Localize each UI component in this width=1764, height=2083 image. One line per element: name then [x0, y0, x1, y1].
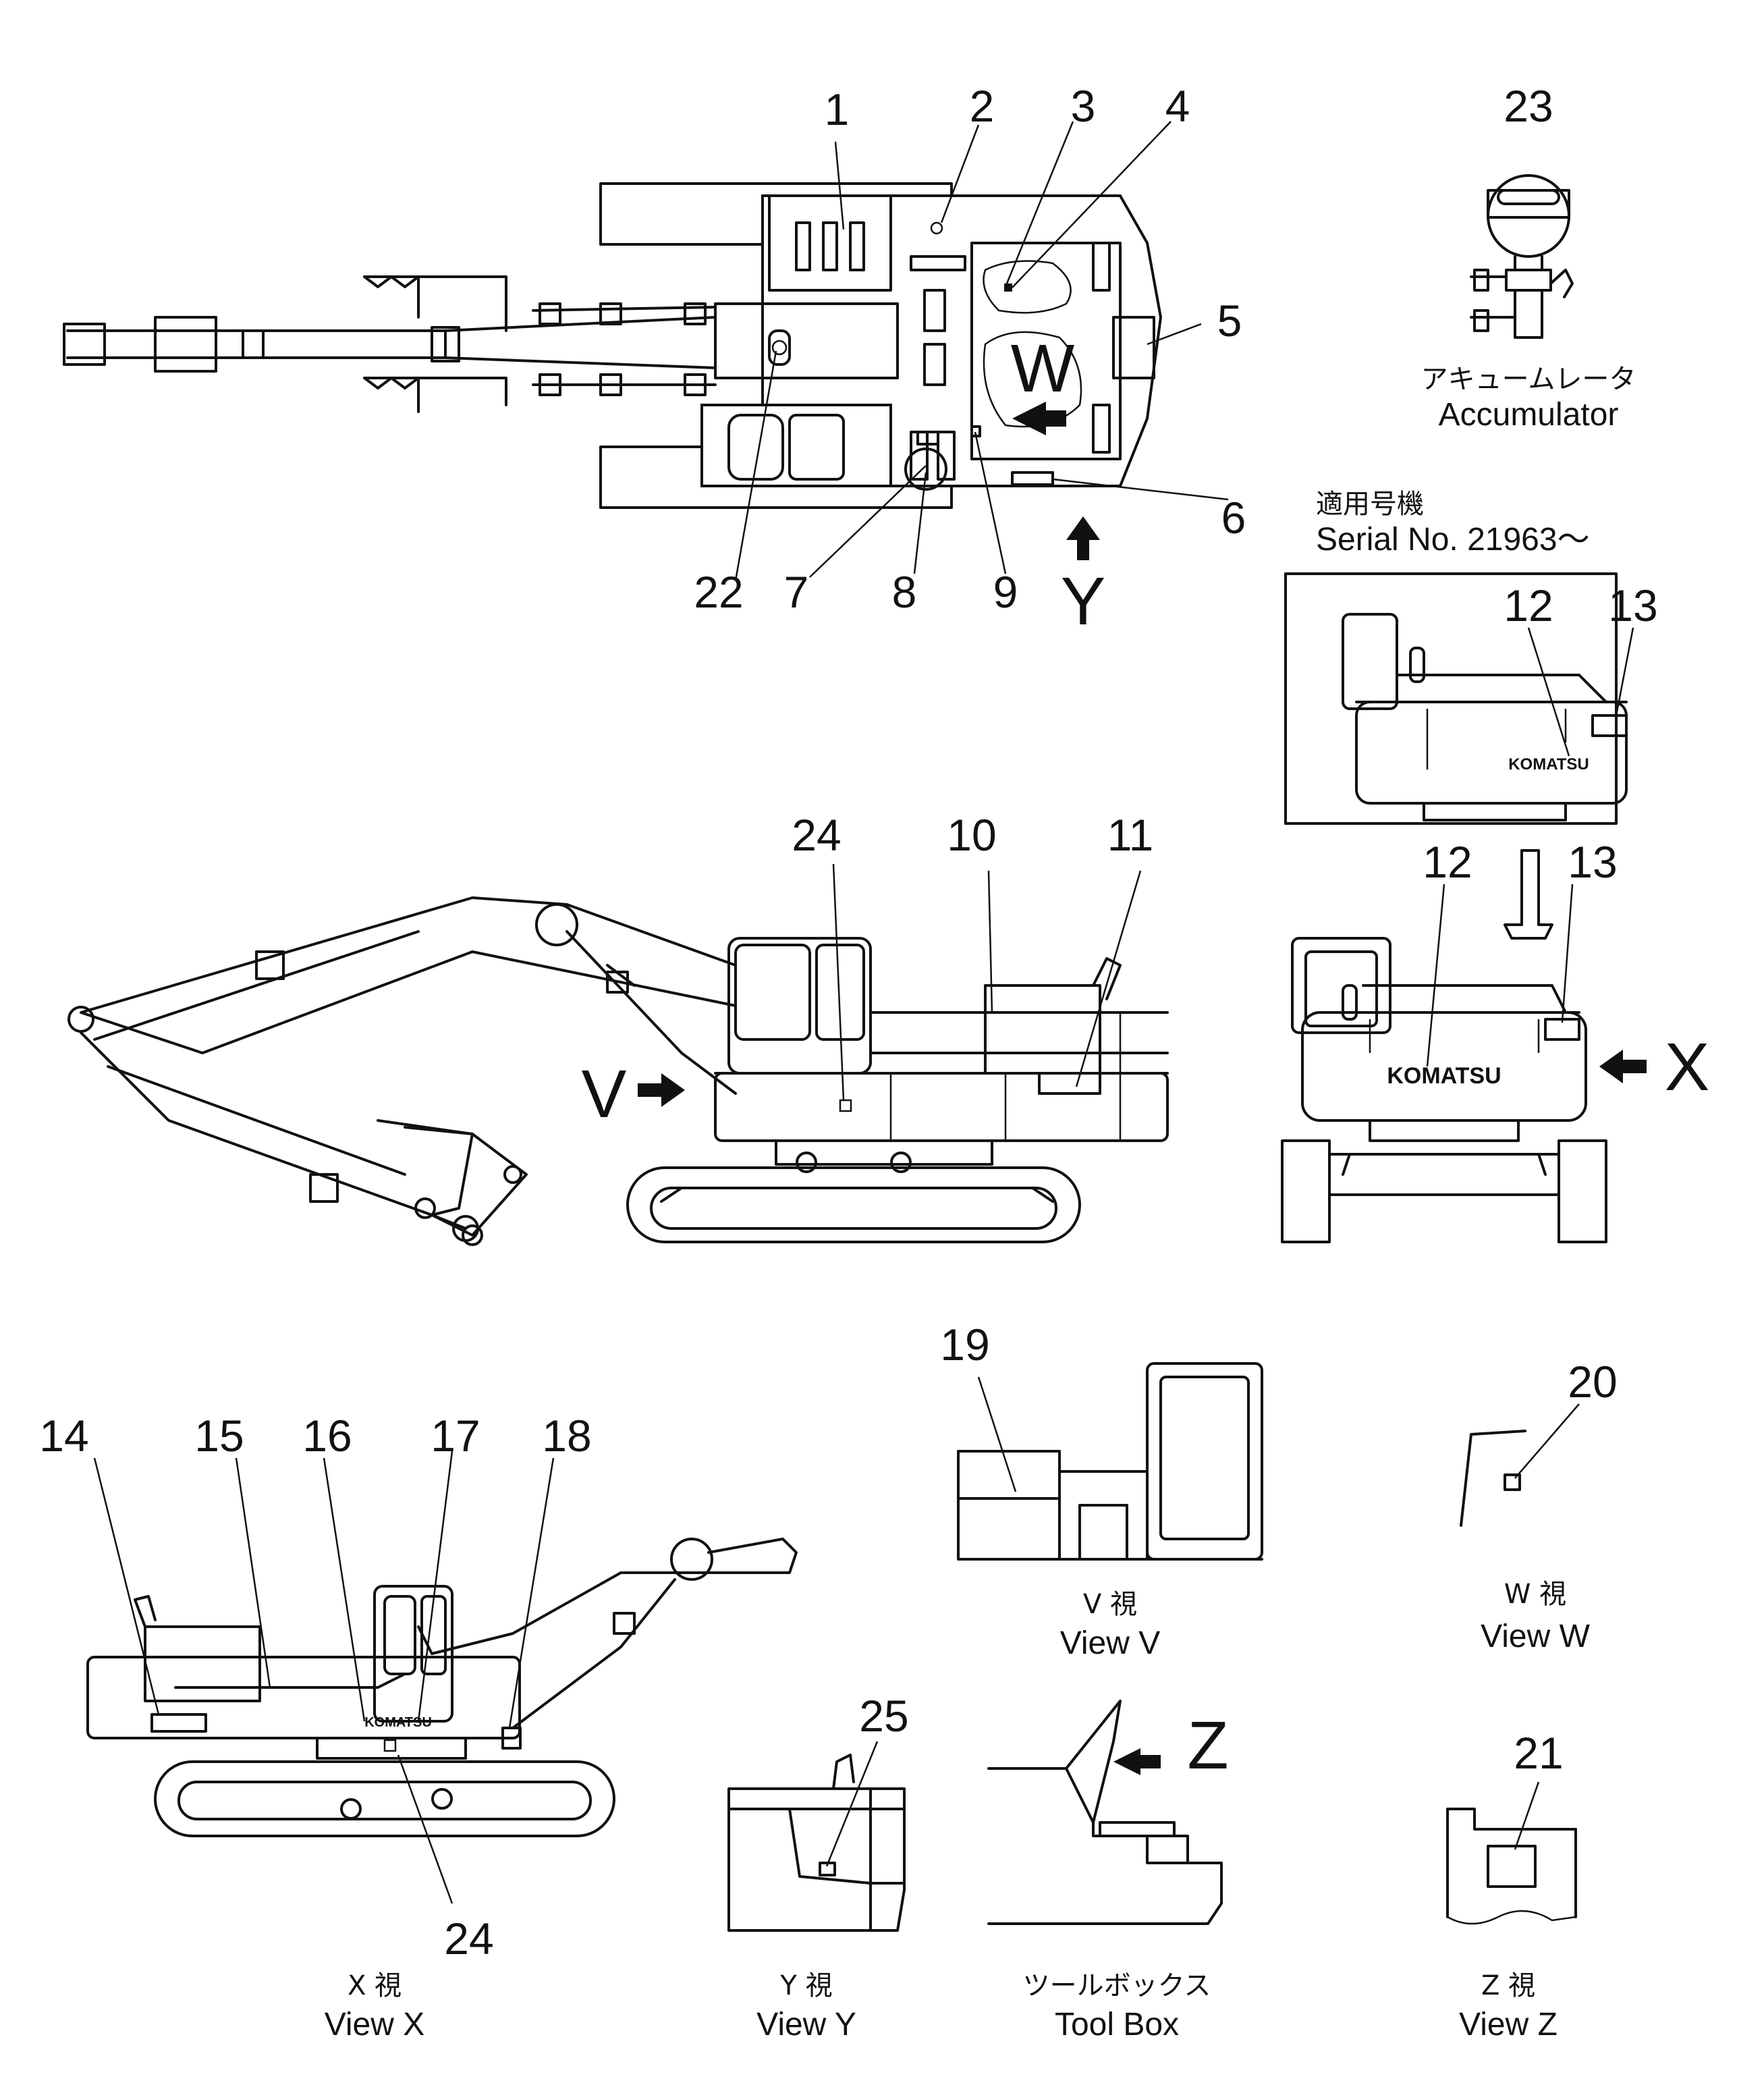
callout-4: 4 [1165, 81, 1190, 131]
crawler-view-x [154, 1760, 615, 1837]
callout-15: 15 [194, 1411, 244, 1461]
callout-16: 16 [302, 1411, 352, 1461]
view-y: 25 Y 視 View Y [727, 1691, 909, 2043]
view-y-jp: Y 視 [779, 1970, 832, 2001]
housing-view-x [86, 1656, 521, 1739]
engine-hood [970, 242, 1122, 460]
boom-plan [444, 316, 717, 369]
view-z: 21 Z 視 View Z [1446, 1728, 1577, 2043]
arm-tip [63, 323, 106, 366]
callout-1: 1 [825, 84, 850, 134]
arrow-label-x: X [1665, 1029, 1710, 1105]
view-w-outline [1460, 1430, 1526, 1527]
view-v: 19 V 視 View V [940, 1320, 1263, 1661]
arm-plan [66, 329, 447, 359]
arrow-z-icon [1113, 1748, 1161, 1775]
callout-17: 17 [431, 1411, 480, 1461]
callout-12-inset: 12 [1504, 580, 1553, 630]
callout-24-view-x: 24 [444, 1914, 493, 1964]
callout-21: 21 [1514, 1728, 1563, 1778]
view-z-en: View Z [1459, 2007, 1558, 2043]
arrow-label-w: W [1011, 331, 1075, 406]
view-v-block [957, 1450, 1061, 1561]
callout-8: 8 [892, 567, 917, 617]
inset-housing [1355, 701, 1628, 805]
up-arrow-outline-icon [1504, 849, 1553, 940]
callout-13-inset: 13 [1608, 580, 1657, 630]
tool-box-view: Z ツールボックス Tool Box [987, 1700, 1229, 2043]
hood-cutout-top [983, 260, 1072, 314]
view-x: KOMATSU 14 15 16 17 18 24 X 視 View X [39, 1411, 798, 2043]
callout-24-side: 24 [792, 810, 841, 860]
accumulator-jp-label: アキュームレータ [1421, 364, 1636, 395]
view-x-brand: KOMATSU [364, 1715, 432, 1730]
rear-brand: KOMATSU [1387, 1063, 1501, 1089]
cab-view-x [373, 1585, 453, 1723]
callout-10: 10 [947, 810, 996, 860]
callout-11: 11 [1107, 810, 1154, 860]
view-w-jp: W 視 [1504, 1579, 1566, 1610]
inset-brand: KOMATSU [1508, 755, 1589, 774]
callout-9: 9 [993, 567, 1018, 617]
view-v-en: View V [1060, 1625, 1161, 1661]
serial-inset: 適用号機 Serial No. 21963～ KOMATSU 12 13 [1284, 489, 1658, 825]
callout-3: 3 [1071, 81, 1096, 131]
callout-19: 19 [940, 1320, 989, 1370]
callout-23: 23 [1504, 81, 1553, 131]
inset-frame [1284, 572, 1618, 825]
view-x-en: View X [325, 2007, 425, 2043]
boom-view-x [417, 1538, 798, 1655]
callout-6: 6 [1221, 493, 1246, 543]
arrow-label-v: V [582, 1056, 627, 1132]
tool-box-jp: ツールボックス [1023, 1970, 1211, 2001]
view-x-jp: X 視 [348, 1970, 402, 2001]
view-w-label-20 [1504, 1473, 1521, 1491]
view-w-en: View W [1481, 1619, 1591, 1654]
tool-box-outline [987, 1767, 1223, 1925]
view-y-outline [727, 1787, 906, 1932]
arrow-label-y: Y [1061, 564, 1106, 639]
view-z-outline [1446, 1808, 1577, 1918]
view-z-jp: Z 視 [1481, 1970, 1535, 2001]
arrow-y-icon [1066, 516, 1100, 560]
arrow-w-icon [1012, 402, 1066, 435]
callout-20: 20 [1568, 1357, 1617, 1407]
cab-side [727, 937, 872, 1075]
callout-22: 22 [694, 567, 743, 617]
callout-12-rear: 12 [1423, 837, 1472, 887]
accumulator-detail: 23 アキュームレータ Accumulator [1421, 81, 1636, 433]
fuel-cap [904, 448, 947, 491]
crawler-side [626, 1166, 1081, 1243]
view-w: 20 W 視 View W [1460, 1357, 1618, 1654]
callout-5: 5 [1217, 296, 1242, 346]
view-z-label-21 [1487, 1845, 1537, 1888]
serial-en-label: Serial No. 21963～ [1316, 522, 1590, 558]
callout-2: 2 [970, 81, 995, 131]
tool-box-en: Tool Box [1055, 2007, 1179, 2043]
side-view: V 24 10 11 [67, 810, 1169, 1246]
callout-25: 25 [859, 1691, 908, 1741]
top-view: 1 2 3 4 5 6 7 8 9 22 W Y [63, 81, 1246, 639]
accumulator-en-label: Accumulator [1439, 397, 1619, 433]
callout-7: 7 [784, 567, 809, 617]
callout-18: 18 [542, 1411, 591, 1461]
arm-side [80, 1031, 467, 1230]
counter-block [768, 194, 892, 292]
view-v-jp: V 視 [1083, 1589, 1137, 1620]
arrow-label-z: Z [1187, 1708, 1228, 1783]
arrow-x-icon [1599, 1050, 1647, 1083]
rear-view: KOMATSU 12 13 X [1281, 837, 1710, 1243]
boom-side [80, 896, 737, 1054]
callout-14: 14 [39, 1411, 88, 1461]
arrow-v-icon [638, 1073, 685, 1107]
view-y-en: View Y [756, 2007, 856, 2043]
serial-jp-label: 適用号機 [1316, 489, 1424, 520]
view-v-cab [1146, 1362, 1263, 1561]
hood-cutout-bottom [983, 331, 1082, 428]
callout-13-rear: 13 [1568, 837, 1617, 887]
